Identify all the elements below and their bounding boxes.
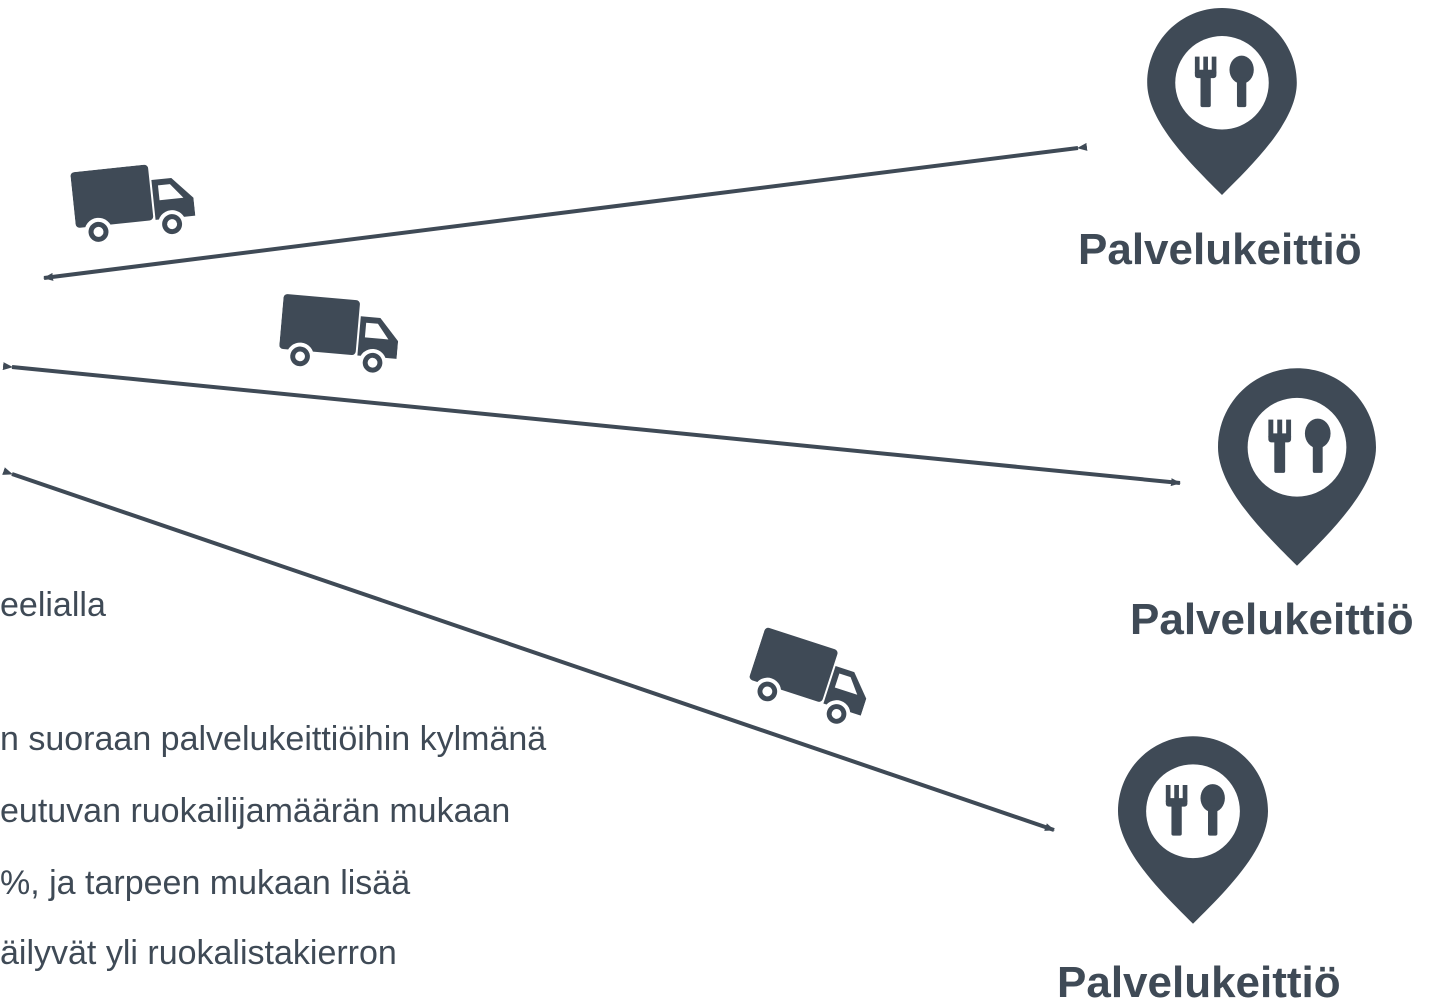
kitchen-label-2: Palvelukeittiö <box>1130 595 1414 644</box>
text-line-5: äilyvät yli ruokalistakierron <box>0 934 397 972</box>
restaurant-location-pin-icon <box>1118 736 1268 924</box>
text-line-3: eutuvan ruokailijamäärän mukaan <box>0 792 511 830</box>
text-line-1: eelialla <box>0 586 106 624</box>
delivery-truck-icon <box>70 159 198 249</box>
restaurant-location-pin-icon <box>1147 8 1297 195</box>
kitchen-label-3: Palvelukeittiö <box>1057 958 1341 1007</box>
delivery-truck-icon <box>277 293 402 379</box>
kitchen-label-1: Palvelukeittiö <box>1078 225 1362 274</box>
delivery-arrow-2 <box>2 362 1181 487</box>
delivery-truck-icon <box>742 626 878 735</box>
text-line-4: %, ja tarpeen mukaan lisää <box>0 864 411 902</box>
delivery-arrow-3 <box>2 467 1055 832</box>
delivery-arrow-1 <box>43 142 1088 281</box>
text-line-2: n suoraan palvelukeittiöihin kylmänä <box>0 720 547 758</box>
restaurant-location-pin-icon <box>1218 368 1376 566</box>
